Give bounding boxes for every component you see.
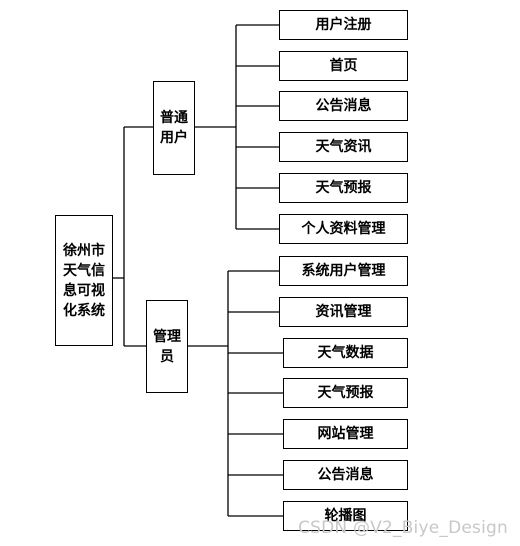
leaf-node-user-4: 天气预报 — [279, 173, 408, 203]
leaf-node-label: 天气预报 — [315, 180, 372, 196]
leaf-node-label: 公告消息 — [315, 98, 372, 114]
root-node: 徐州市天气信息可视化系统 — [55, 215, 113, 346]
leaf-node-admin-1: 资讯管理 — [279, 297, 408, 327]
leaf-node-admin-3: 天气预报 — [283, 378, 408, 408]
leaf-node-user-5: 个人资料管理 — [279, 214, 408, 244]
leaf-node-label: 首页 — [329, 58, 358, 74]
leaf-node-admin-6: 轮播图 — [283, 501, 408, 531]
leaf-node-label: 天气资讯 — [315, 139, 372, 155]
leaf-node-label: 用户注册 — [315, 17, 372, 33]
leaf-node-user-2: 公告消息 — [279, 91, 408, 121]
leaf-node-user-1: 首页 — [279, 51, 408, 81]
leaf-node-user-3: 天气资讯 — [279, 132, 408, 162]
leaf-node-label: 个人资料管理 — [301, 221, 386, 237]
branch-node-admin: 管理员 — [146, 300, 188, 393]
leaf-node-admin-5: 公告消息 — [283, 460, 408, 490]
leaf-node-admin-0: 系统用户管理 — [279, 256, 408, 286]
branch-node-regular-user: 普通用户 — [153, 81, 195, 175]
branch-user-label: 普通用户 — [160, 110, 188, 146]
watermark: CSDN @V2_Biye_Design — [298, 518, 508, 538]
leaf-node-label: 网站管理 — [317, 426, 374, 442]
leaf-node-admin-4: 网站管理 — [283, 419, 408, 449]
leaf-node-label: 公告消息 — [317, 467, 374, 483]
leaf-node-label: 系统用户管理 — [301, 263, 386, 279]
root-node-label: 徐州市天气信息可视化系统 — [63, 242, 105, 319]
leaf-node-label: 资讯管理 — [315, 304, 372, 320]
leaf-node-label: 天气预报 — [317, 385, 374, 401]
branch-admin-label: 管理员 — [153, 328, 181, 365]
leaf-node-label: 轮播图 — [324, 508, 367, 524]
leaf-node-user-0: 用户注册 — [279, 10, 408, 40]
leaf-node-admin-2: 天气数据 — [283, 338, 408, 368]
leaf-node-label: 天气数据 — [317, 345, 374, 361]
